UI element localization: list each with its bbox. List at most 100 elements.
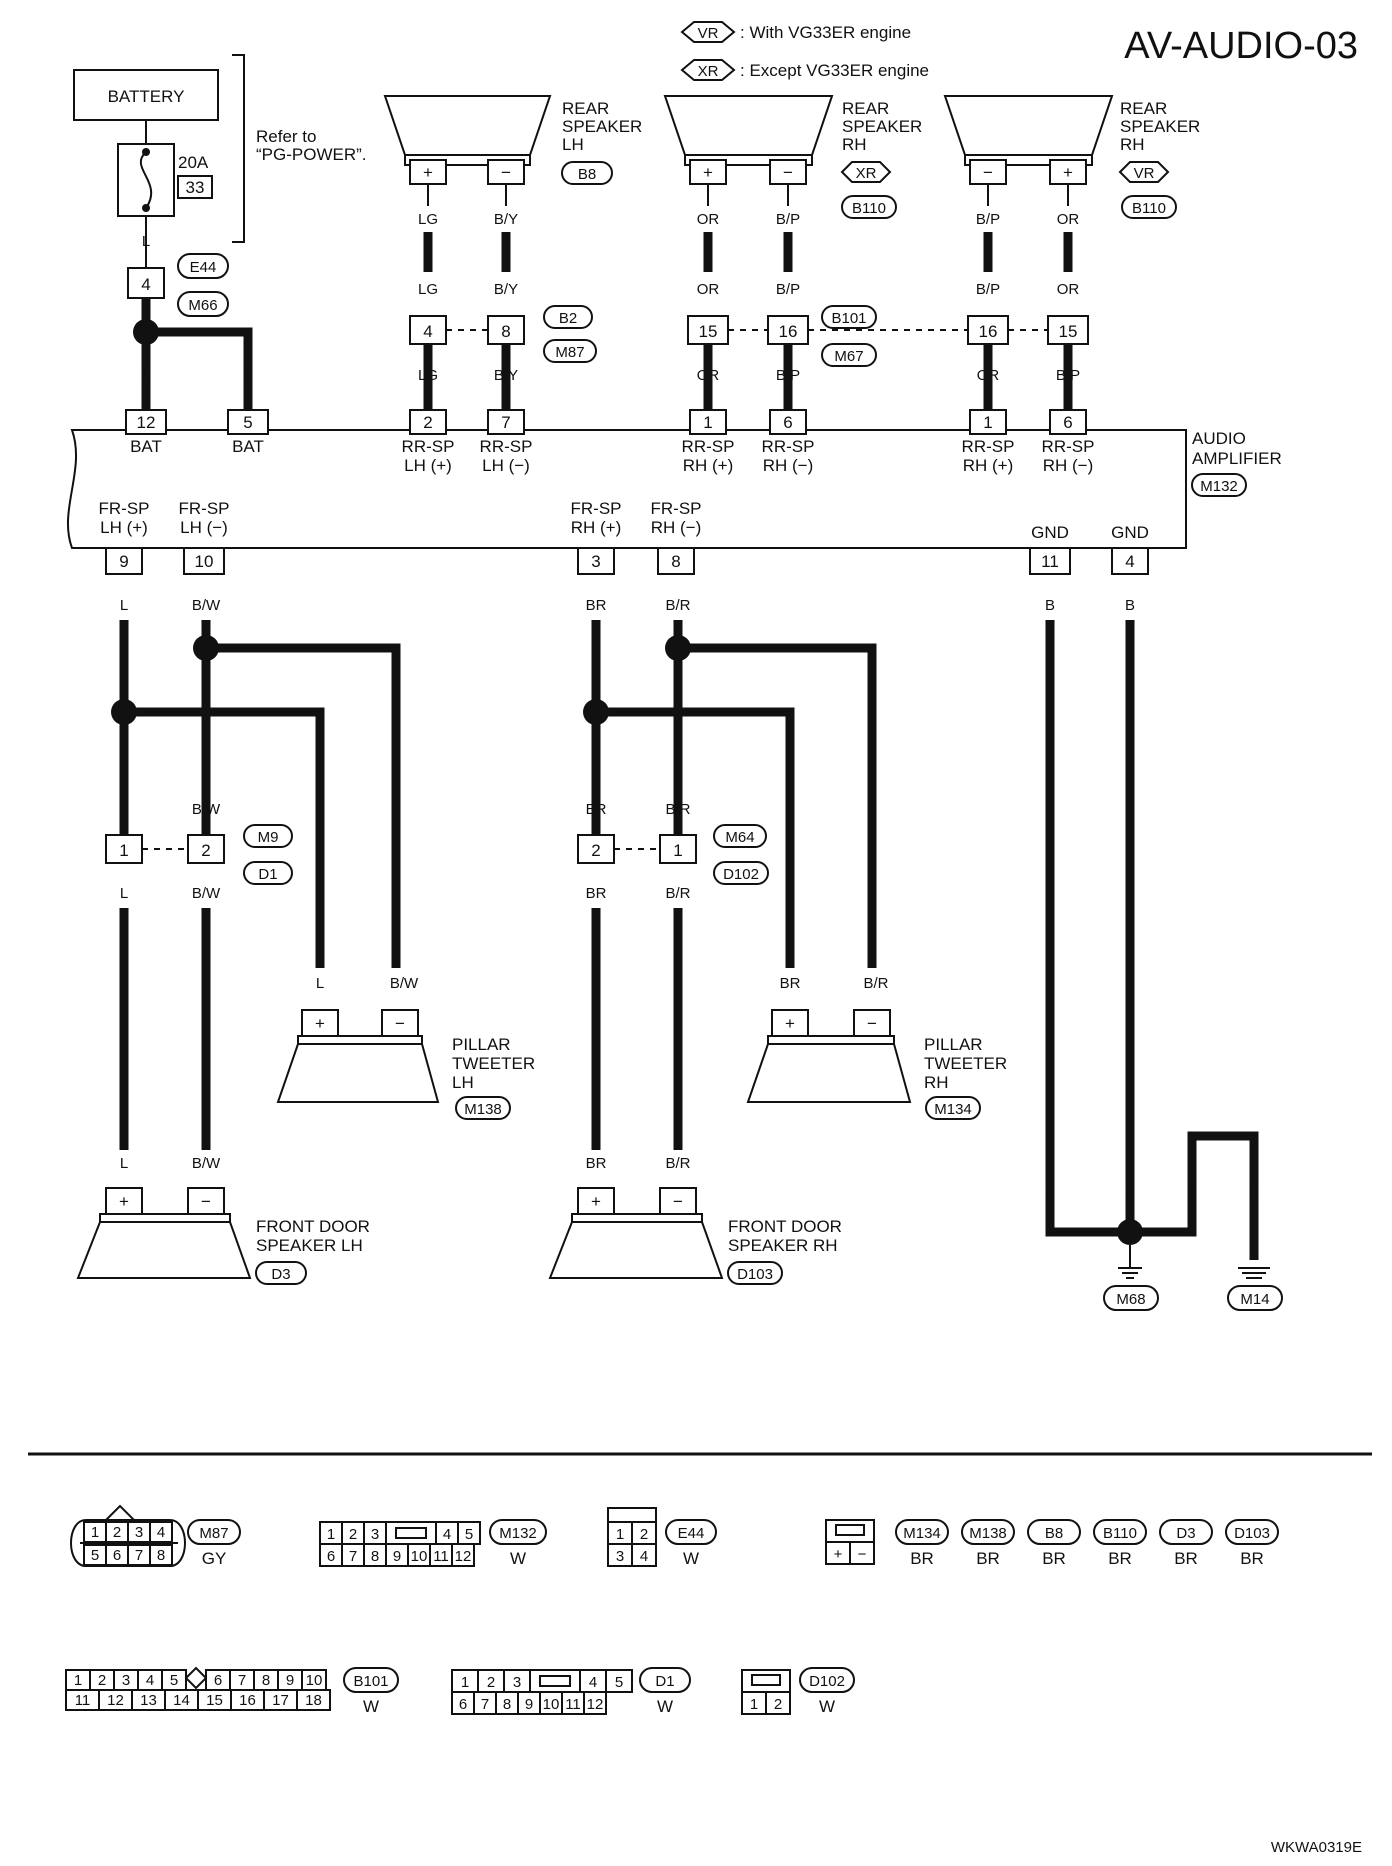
pin-label: LH (+)	[100, 518, 148, 537]
xr-tag: XR	[856, 165, 877, 182]
pin-number: 15	[206, 1692, 223, 1709]
wire-label: L	[120, 801, 128, 818]
component-label: RH	[842, 135, 867, 154]
terminal-number: 15	[1059, 322, 1078, 341]
terminal-number: 8	[501, 322, 510, 341]
connector-view-name: D1	[655, 1673, 674, 1690]
terminal-number: 5	[243, 413, 252, 432]
pin-cell	[583, 1691, 607, 1715]
pin-number: 3	[371, 1526, 379, 1543]
connector-m9: M9	[258, 829, 279, 846]
component-label: LH	[562, 135, 584, 154]
pin-label: LH (−)	[180, 518, 228, 537]
pin-number: 4	[589, 1674, 597, 1691]
connector-pill	[895, 1519, 949, 1545]
terminal-plus: +	[703, 163, 713, 182]
terminal-plus: +	[785, 1014, 795, 1033]
component-label: RH	[924, 1073, 949, 1092]
connector-view-color: W	[510, 1549, 526, 1568]
connector-e44: E44	[190, 259, 217, 276]
connector-view-name: M134	[903, 1525, 941, 1542]
component-label: FRONT DOOR	[256, 1217, 370, 1236]
terminal-number: 1	[119, 841, 128, 860]
component-label: SPEAKER RH	[728, 1236, 838, 1255]
pin-number: +	[834, 1546, 843, 1563]
wire-label: L	[120, 885, 128, 902]
terminal-number: 4	[141, 275, 150, 294]
pin-number: 3	[122, 1672, 130, 1689]
terminal-number: 10	[195, 552, 214, 571]
wire-label: L	[142, 233, 150, 250]
wire-label: B	[1249, 1185, 1259, 1202]
pin-label: RH (+)	[571, 518, 622, 537]
pin-label: GND	[1111, 523, 1149, 542]
battery-block: BATTERY 20A 33 Refer to “PG-POWER”. L	[73, 54, 367, 268]
pin-number: 10	[543, 1696, 560, 1713]
wire-label: B/R	[863, 975, 888, 992]
pin-number: 9	[286, 1672, 294, 1689]
connector-pill	[1027, 1519, 1081, 1545]
component-label: REAR	[562, 99, 609, 118]
pin-number: 9	[525, 1696, 533, 1713]
pin-number: 13	[140, 1692, 157, 1709]
pin-number: 7	[349, 1548, 357, 1565]
pin-label: FR-SP	[179, 499, 230, 518]
wire-label: L	[316, 975, 324, 992]
pin-number: −	[858, 1546, 867, 1563]
pin-number: 7	[481, 1696, 489, 1713]
pin-number: 11	[75, 1692, 91, 1709]
wire-label: B	[1045, 597, 1055, 614]
pin-cell	[451, 1543, 475, 1567]
pin-cell	[605, 1669, 633, 1693]
wire-label: B	[1125, 1185, 1135, 1202]
terminal-number: 12	[137, 413, 156, 432]
pin-number: 10	[411, 1548, 428, 1565]
pin-label: LH (+)	[404, 456, 452, 475]
wire-label: B	[1187, 1185, 1197, 1202]
pin-cell	[765, 1691, 791, 1715]
wire-label: BR	[780, 975, 801, 992]
connector-view-color: W	[363, 1697, 379, 1716]
pin-number: 3	[513, 1674, 521, 1691]
pin-number: 7	[135, 1547, 143, 1564]
pin-number: 6	[327, 1548, 335, 1565]
pin-label: RR-SP	[402, 437, 455, 456]
terminal-minus: −	[983, 163, 993, 182]
pin-cell	[149, 1521, 173, 1543]
component-label: TWEETER	[924, 1054, 1007, 1073]
connector-view-color: W	[683, 1549, 699, 1568]
pin-number: 2	[349, 1526, 357, 1543]
component-label: SPEAKER	[562, 117, 642, 136]
connector-view-name: M87	[199, 1525, 228, 1542]
connector-m14: M14	[1240, 1291, 1269, 1308]
pin-number: 5	[170, 1672, 178, 1689]
connector-view-name: E44	[678, 1525, 705, 1542]
wire-label: B	[1045, 1185, 1055, 1202]
connector-m134: M134	[934, 1101, 972, 1118]
pin-cell	[631, 1543, 657, 1567]
connector-view-name: D3	[1176, 1525, 1195, 1542]
connector-view-color: BR	[976, 1549, 1000, 1568]
pin-number: 1	[461, 1674, 469, 1691]
wire-label: BR	[586, 801, 607, 818]
wire-label: B/W	[192, 1155, 221, 1172]
pin-number: 1	[91, 1524, 99, 1541]
vr-tag: VR	[1134, 165, 1155, 182]
pillar-tweeter-rh: + − PILLAR TWEETER RH M134	[746, 1009, 1007, 1120]
pin-number: 12	[587, 1696, 604, 1713]
amp-label: AUDIO	[1192, 429, 1246, 448]
pin-number: 4	[146, 1672, 154, 1689]
component-label: REAR	[842, 99, 889, 118]
connector-view-color: BR	[1042, 1549, 1066, 1568]
connector-m64: M64	[725, 829, 754, 846]
wire-label: BR	[586, 885, 607, 902]
terminal-plus: +	[423, 163, 433, 182]
wire-label: B/P	[776, 211, 800, 228]
pin-label: FR-SP	[571, 499, 622, 518]
pin-label: RH (−)	[763, 456, 814, 475]
pin-number: 17	[272, 1692, 289, 1709]
pin-label: FR-SP	[99, 499, 150, 518]
pin-number: 18	[305, 1692, 322, 1709]
wire-label: B/R	[665, 597, 690, 614]
